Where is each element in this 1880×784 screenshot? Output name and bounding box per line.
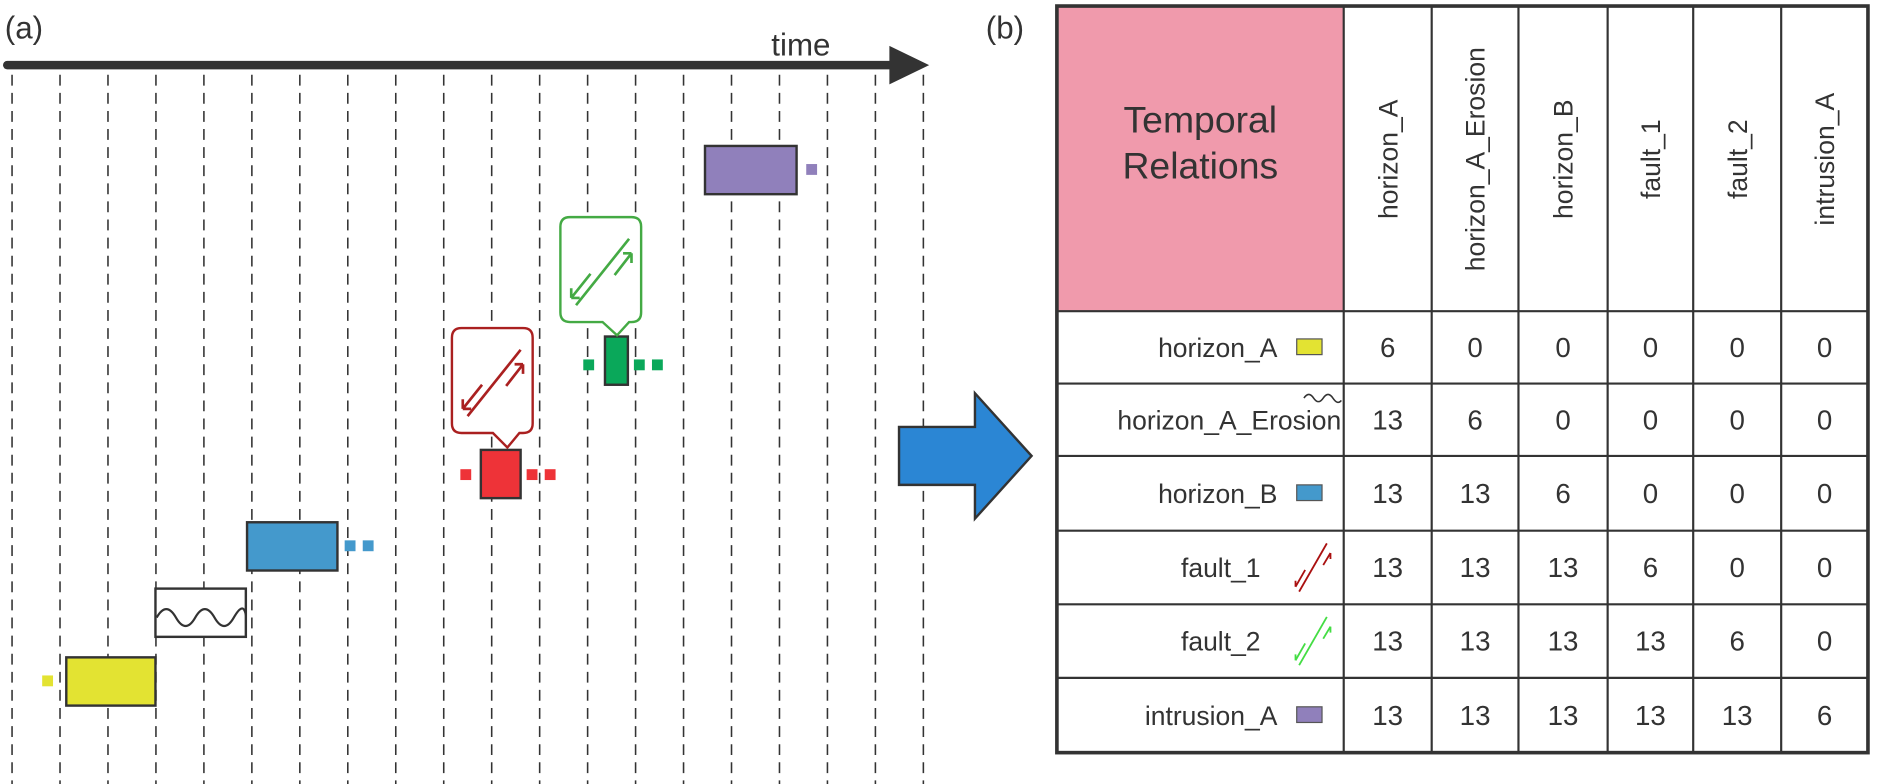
event-box-fault-1 xyxy=(479,448,522,500)
matrix-cell: 0 xyxy=(1643,478,1658,509)
erosion-wave-icon xyxy=(155,607,247,628)
title-cell-background xyxy=(1056,6,1344,312)
fault-2-fault-icon xyxy=(569,237,633,306)
title-line-2: Relations xyxy=(1122,144,1278,186)
matrix-cell: 13 xyxy=(1372,404,1403,435)
matrix-cell: 6 xyxy=(1817,700,1832,731)
event-box-horizon-b xyxy=(245,521,339,572)
legend-swatch-icon xyxy=(1296,338,1323,356)
erosion-wave-icon xyxy=(1303,393,1342,404)
row-label: horizon_B xyxy=(1158,479,1277,509)
duration-marker xyxy=(344,540,356,552)
matrix-cell: 0 xyxy=(1467,332,1482,363)
matrix-cell: 0 xyxy=(1643,404,1658,435)
matrix-cell: 0 xyxy=(1729,404,1744,435)
matrix-cell: 0 xyxy=(1555,332,1570,363)
fault-icon xyxy=(1294,542,1332,593)
legend-swatch-icon xyxy=(1296,484,1323,502)
matrix-cell: 13 xyxy=(1635,626,1666,657)
matrix-cell: 0 xyxy=(1729,552,1744,583)
duration-marker xyxy=(633,359,645,371)
row-label: horizon_A_Erosion xyxy=(1117,405,1341,435)
matrix-cell: 0 xyxy=(1817,478,1832,509)
duration-marker xyxy=(583,359,595,371)
matrix-cell: 0 xyxy=(1817,552,1832,583)
event-box-horizon-a-erosion xyxy=(154,587,248,639)
matrix-cell: 6 xyxy=(1380,332,1395,363)
timeline-events xyxy=(42,144,818,707)
matrix-cell: 6 xyxy=(1643,552,1658,583)
row-label: fault_1 xyxy=(1181,553,1261,583)
duration-marker xyxy=(42,675,54,687)
column-header: fault_1 xyxy=(1636,119,1666,199)
matrix-cell: 13 xyxy=(1548,700,1579,731)
matrix-cell: 13 xyxy=(1372,626,1403,657)
matrix-cell: 13 xyxy=(1372,552,1403,583)
row-label: horizon_A xyxy=(1158,333,1278,363)
matrix-cell: 13 xyxy=(1460,626,1491,657)
matrix-cell: 6 xyxy=(1467,404,1482,435)
time-arrowhead-icon xyxy=(889,45,930,85)
matrix-cell: 6 xyxy=(1555,478,1570,509)
matrix-cell: 13 xyxy=(1372,700,1403,731)
matrix-cell: 0 xyxy=(1817,332,1832,363)
duration-marker xyxy=(526,469,538,481)
fault-1-fault-icon xyxy=(461,348,525,417)
temporal-relations-matrix: Temporal Relations horizon_A horizon_A_Er… xyxy=(1055,4,1870,755)
matrix-cell: 13 xyxy=(1635,700,1666,731)
column-header: horizon_A xyxy=(1373,99,1403,219)
matrix-cell: 13 xyxy=(1460,478,1491,509)
matrix-cell: 13 xyxy=(1372,478,1403,509)
event-box-fault-2 xyxy=(603,335,630,386)
row-label: intrusion_A xyxy=(1145,701,1278,731)
matrix-cell: 13 xyxy=(1460,552,1491,583)
right-arrow-icon xyxy=(897,390,1034,522)
column-header: fault_2 xyxy=(1723,119,1753,199)
duration-marker xyxy=(544,469,556,481)
matrix-cell: 13 xyxy=(1460,700,1491,731)
matrix-cell: 0 xyxy=(1729,332,1744,363)
matrix-cell: 0 xyxy=(1817,626,1832,657)
matrix-cell: 0 xyxy=(1817,404,1832,435)
matrix-cell: 13 xyxy=(1548,626,1579,657)
duration-marker xyxy=(460,469,472,481)
matrix-cell: 0 xyxy=(1555,404,1570,435)
matrix-cell: 13 xyxy=(1722,700,1753,731)
title-line-1: Temporal xyxy=(1124,99,1278,141)
column-header: intrusion_A xyxy=(1810,93,1840,226)
legend-swatch-icon xyxy=(1296,706,1323,724)
table-border xyxy=(1055,4,1870,755)
column-header: horizon_B xyxy=(1549,99,1579,218)
matrix-cell: 13 xyxy=(1548,552,1579,583)
panel-a-label: (a) xyxy=(5,11,43,46)
panel-b-label: (b) xyxy=(986,11,1024,46)
time-axis-label: time xyxy=(771,27,830,62)
duration-marker xyxy=(651,359,663,371)
fault-1-callout xyxy=(450,326,534,450)
matrix-cell: 0 xyxy=(1729,478,1744,509)
event-box-intrusion-a xyxy=(703,144,798,196)
event-box-horizon-a xyxy=(65,656,157,707)
fault-icon xyxy=(1294,616,1332,666)
duration-marker xyxy=(362,540,374,552)
row-label: fault_2 xyxy=(1181,627,1261,657)
matrix-cell: 0 xyxy=(1643,332,1658,363)
column-header: horizon_A_Erosion xyxy=(1461,47,1491,271)
duration-marker xyxy=(806,164,818,175)
matrix-cell: 6 xyxy=(1729,626,1744,657)
